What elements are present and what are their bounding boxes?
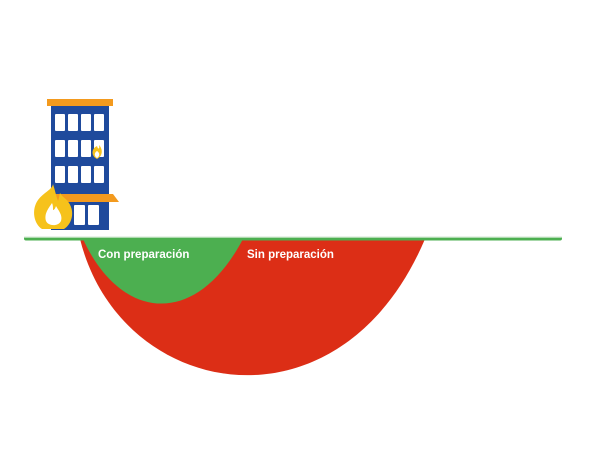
baseline-highlight [24, 236, 562, 238]
small-fire-icon [92, 145, 102, 159]
without-preparation-label: Sin preparación [247, 249, 334, 261]
with-preparation-curve [83, 239, 243, 304]
with-preparation-label: Con preparación [98, 249, 189, 261]
fire-icon [34, 184, 73, 229]
